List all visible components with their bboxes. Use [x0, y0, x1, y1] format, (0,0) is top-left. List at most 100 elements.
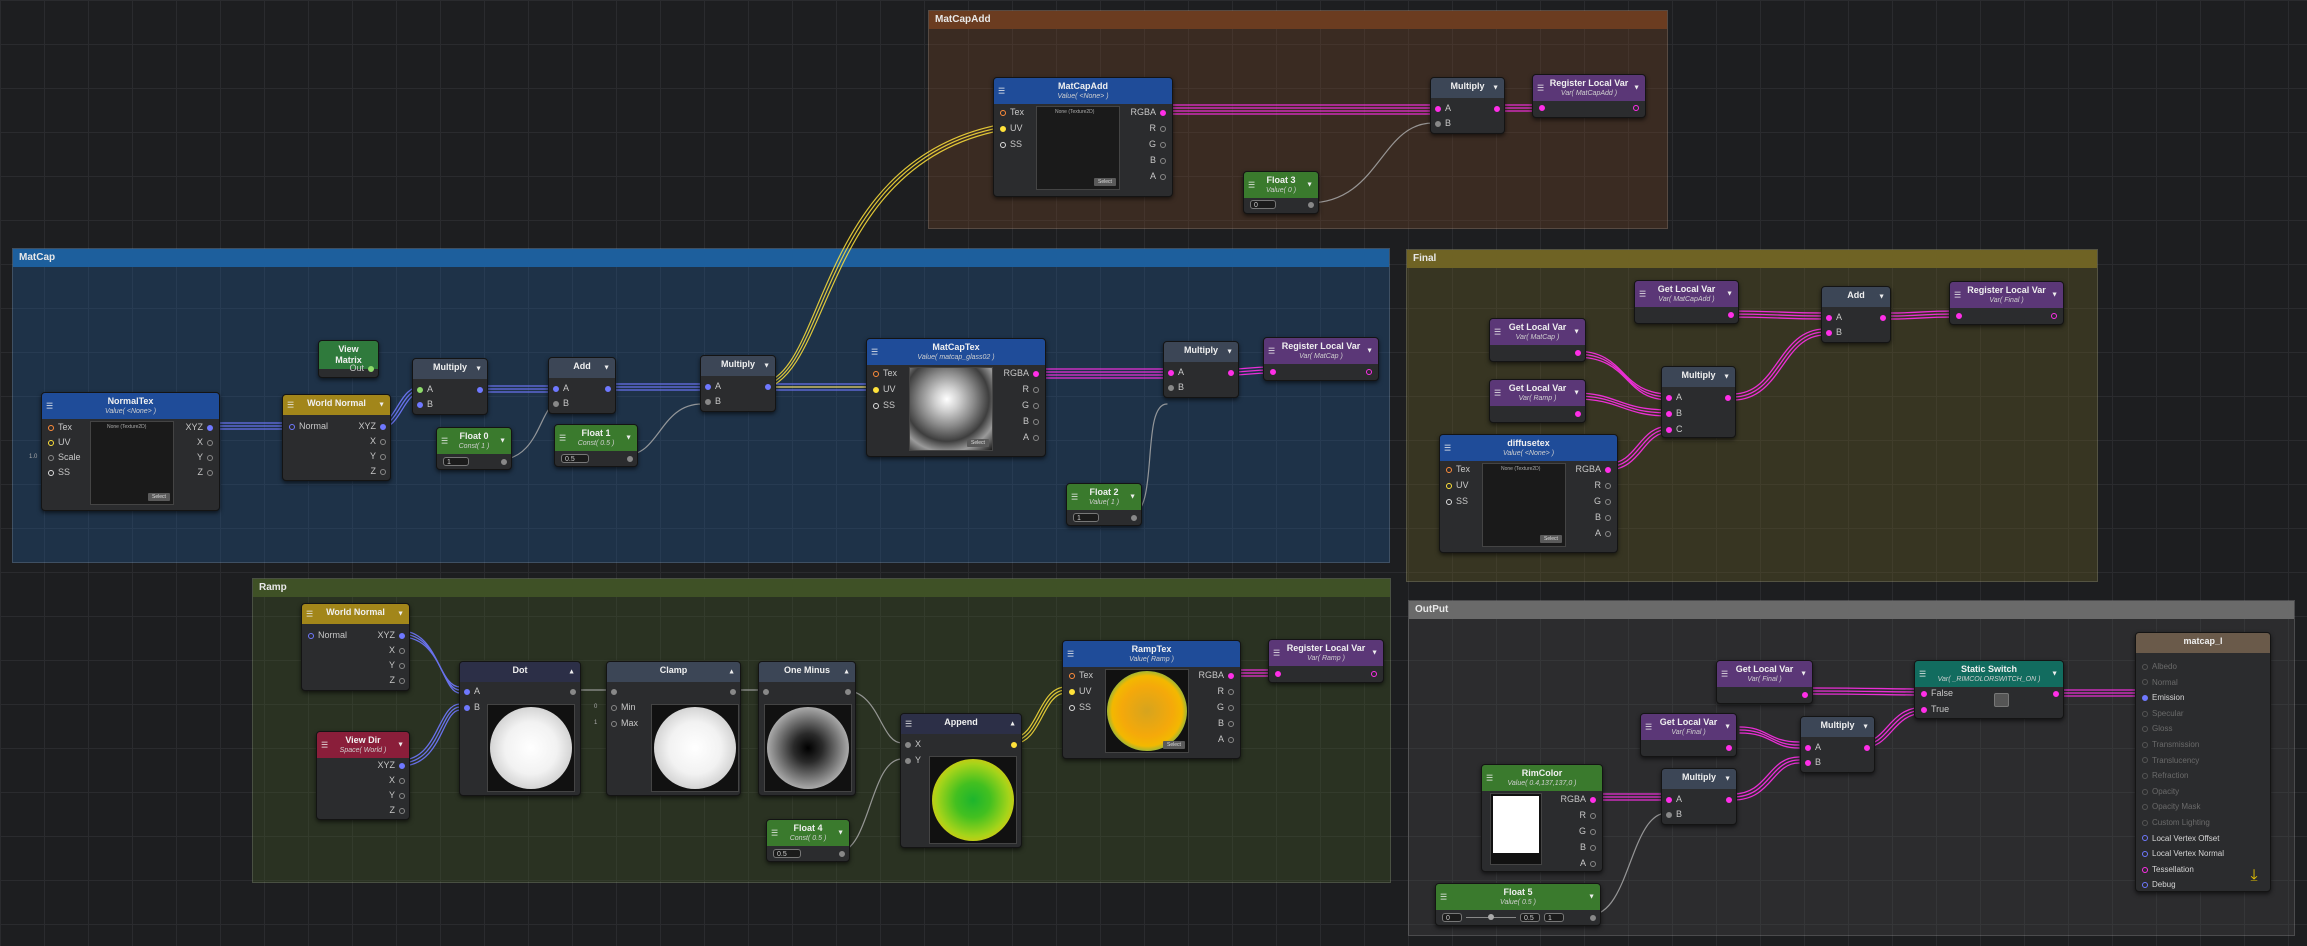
output-port[interactable]	[1224, 366, 1234, 378]
menu-icon[interactable]: ☰	[559, 433, 567, 443]
input-port[interactable]: A	[1805, 741, 1821, 753]
input-port[interactable]: B	[1666, 808, 1682, 820]
input-port[interactable]: B	[1435, 117, 1451, 129]
output-port[interactable]: Z	[371, 465, 386, 477]
input-port[interactable]	[1956, 309, 1966, 321]
input-port[interactable]: A	[1666, 391, 1682, 403]
input-port[interactable]: False	[1921, 687, 1953, 699]
input-port[interactable]: Tex	[1000, 106, 1024, 118]
collapse-icon[interactable]: ▼	[1306, 181, 1313, 189]
port-icon[interactable]	[2142, 788, 2148, 795]
collapse-icon[interactable]: ▼	[378, 401, 385, 409]
min-field[interactable]: 0	[1442, 913, 1462, 922]
output-port[interactable]	[1860, 741, 1870, 753]
node-get-local-var[interactable]: ☰ Get Local Var Var( MatCapAdd )▼	[1634, 280, 1739, 324]
node-float[interactable]: ☰ Float 0 Const( 1 )▼ 1	[436, 427, 512, 470]
node-multiply[interactable]: Multiply▼ A B	[412, 358, 488, 415]
menu-icon[interactable]: ☰	[1494, 327, 1502, 337]
output-port[interactable]	[1367, 667, 1377, 679]
node-float[interactable]: ☰ Float 4 Const( 0.5 )▼ 0.5	[766, 819, 850, 862]
output-port[interactable]: B	[1023, 415, 1039, 427]
menu-icon[interactable]: ☰	[905, 719, 913, 729]
color-swatch[interactable]	[1490, 793, 1542, 865]
output-port[interactable]: B	[1150, 154, 1166, 166]
master-input-local-vertex-offset[interactable]: Local Vertex Offset	[2142, 833, 2219, 844]
output-port[interactable]: R	[1595, 479, 1611, 491]
menu-icon[interactable]: ☰	[1639, 289, 1647, 299]
node-get-local-var[interactable]: ☰ Get Local Var Var( Final )▼	[1640, 713, 1737, 757]
node-ramptex[interactable]: ☰ RampTex Value( Ramp ) Tex UV SS Select…	[1062, 640, 1241, 759]
node-multiply[interactable]: Multiply▼ A B	[1430, 77, 1505, 134]
output-port[interactable]: XYZ	[377, 759, 405, 771]
input-port[interactable]: Y	[905, 754, 921, 766]
value-slider[interactable]	[1466, 914, 1516, 920]
menu-icon[interactable]: ☰	[1273, 648, 1281, 658]
port-icon[interactable]	[2142, 851, 2148, 858]
group-title[interactable]: Final	[1407, 250, 2097, 268]
output-port[interactable]	[2047, 309, 2057, 321]
output-port[interactable]: Z	[390, 674, 405, 686]
menu-icon[interactable]: ☰	[1444, 443, 1452, 453]
input-port[interactable]	[1539, 101, 1549, 113]
port-icon[interactable]	[2142, 819, 2148, 826]
collapse-icon[interactable]: ▲	[843, 668, 850, 676]
output-port[interactable]: A	[1580, 857, 1596, 869]
input-port[interactable]: Tex	[1446, 463, 1470, 475]
collapse-icon[interactable]: ▼	[1726, 290, 1733, 298]
input-port[interactable]: True	[1921, 703, 1949, 715]
output-port[interactable]	[1362, 365, 1372, 377]
master-input-custom-lighting[interactable]: Custom Lighting	[2142, 817, 2210, 828]
collapse-icon[interactable]: ▼	[397, 741, 404, 749]
node-register-local-var[interactable]: ☰ Register Local Var Var( MatCapAdd )▼	[1532, 74, 1646, 118]
master-input-albedo[interactable]: Albedo	[2142, 661, 2177, 672]
output-port[interactable]	[835, 847, 845, 859]
output-port[interactable]: X	[370, 435, 386, 447]
input-port[interactable]: B	[553, 397, 569, 409]
input-port[interactable]: Tex	[1069, 669, 1093, 681]
output-port[interactable]: RGBA	[1130, 106, 1166, 118]
node-multiply[interactable]: Multiply▼ A B	[1163, 341, 1239, 398]
input-port[interactable]: A	[1666, 793, 1682, 805]
input-port[interactable]: B	[1805, 756, 1821, 768]
group-title[interactable]: OutPut	[1409, 601, 2294, 619]
port-icon[interactable]	[2142, 710, 2148, 717]
input-port[interactable]: Tex	[48, 421, 72, 433]
value-field[interactable]: 1	[1073, 513, 1099, 522]
collapse-icon[interactable]: ▲	[728, 668, 735, 676]
menu-icon[interactable]: ☰	[1537, 83, 1545, 93]
node-register-local-var[interactable]: ☰ Register Local Var Var( MatCap )▼	[1263, 337, 1379, 381]
output-port[interactable]: A	[1218, 733, 1234, 745]
node-float[interactable]: ☰ Float 3 Value( 0 )▼ 0	[1243, 171, 1319, 214]
collapse-icon[interactable]: ▼	[837, 829, 844, 837]
collapse-icon[interactable]: ▼	[1371, 649, 1378, 657]
input-port[interactable]: Min	[611, 701, 636, 713]
collapse-icon[interactable]: ▼	[1878, 293, 1885, 301]
collapse-icon[interactable]: ▼	[1588, 893, 1595, 901]
port-icon[interactable]	[2142, 726, 2148, 733]
port-icon[interactable]	[2142, 835, 2148, 842]
input-port[interactable]: B	[464, 701, 480, 713]
output-port[interactable]: XYZ	[185, 421, 213, 433]
collapse-icon[interactable]: ▼	[1862, 723, 1869, 731]
input-port[interactable]: B	[1666, 407, 1682, 419]
save-icon[interactable]: ⤓	[2250, 867, 2258, 884]
texture-preview[interactable]: None (Texture2D) Select	[1482, 463, 1566, 547]
collapse-icon[interactable]: ▼	[1723, 373, 1730, 381]
output-port[interactable]: RGBA	[1575, 463, 1611, 475]
output-port[interactable]: RGBA	[1003, 367, 1039, 379]
collapse-icon[interactable]: ▼	[625, 434, 632, 442]
output-port[interactable]	[1304, 198, 1314, 210]
input-port[interactable]: SS	[1446, 495, 1468, 507]
menu-icon[interactable]: ☰	[441, 436, 449, 446]
group-title[interactable]: MatCapAdd	[929, 11, 1667, 29]
output-port[interactable]: Y	[370, 450, 386, 462]
node-static-switch[interactable]: ☰ Static Switch Var( _RIMCOLORSWITCH_ON …	[1914, 660, 2064, 719]
value-field[interactable]: 0.5	[561, 454, 589, 463]
texture-preview[interactable]: Select	[909, 367, 993, 451]
menu-icon[interactable]: ☰	[1268, 346, 1276, 356]
master-input-opacity-mask[interactable]: Opacity Mask	[2142, 801, 2200, 812]
node-multiply[interactable]: Multiply▼ A B	[1661, 768, 1737, 825]
menu-icon[interactable]: ☰	[1248, 180, 1256, 190]
master-input-tessellation[interactable]: Tessellation	[2142, 864, 2194, 875]
output-port[interactable]	[1722, 741, 1732, 753]
